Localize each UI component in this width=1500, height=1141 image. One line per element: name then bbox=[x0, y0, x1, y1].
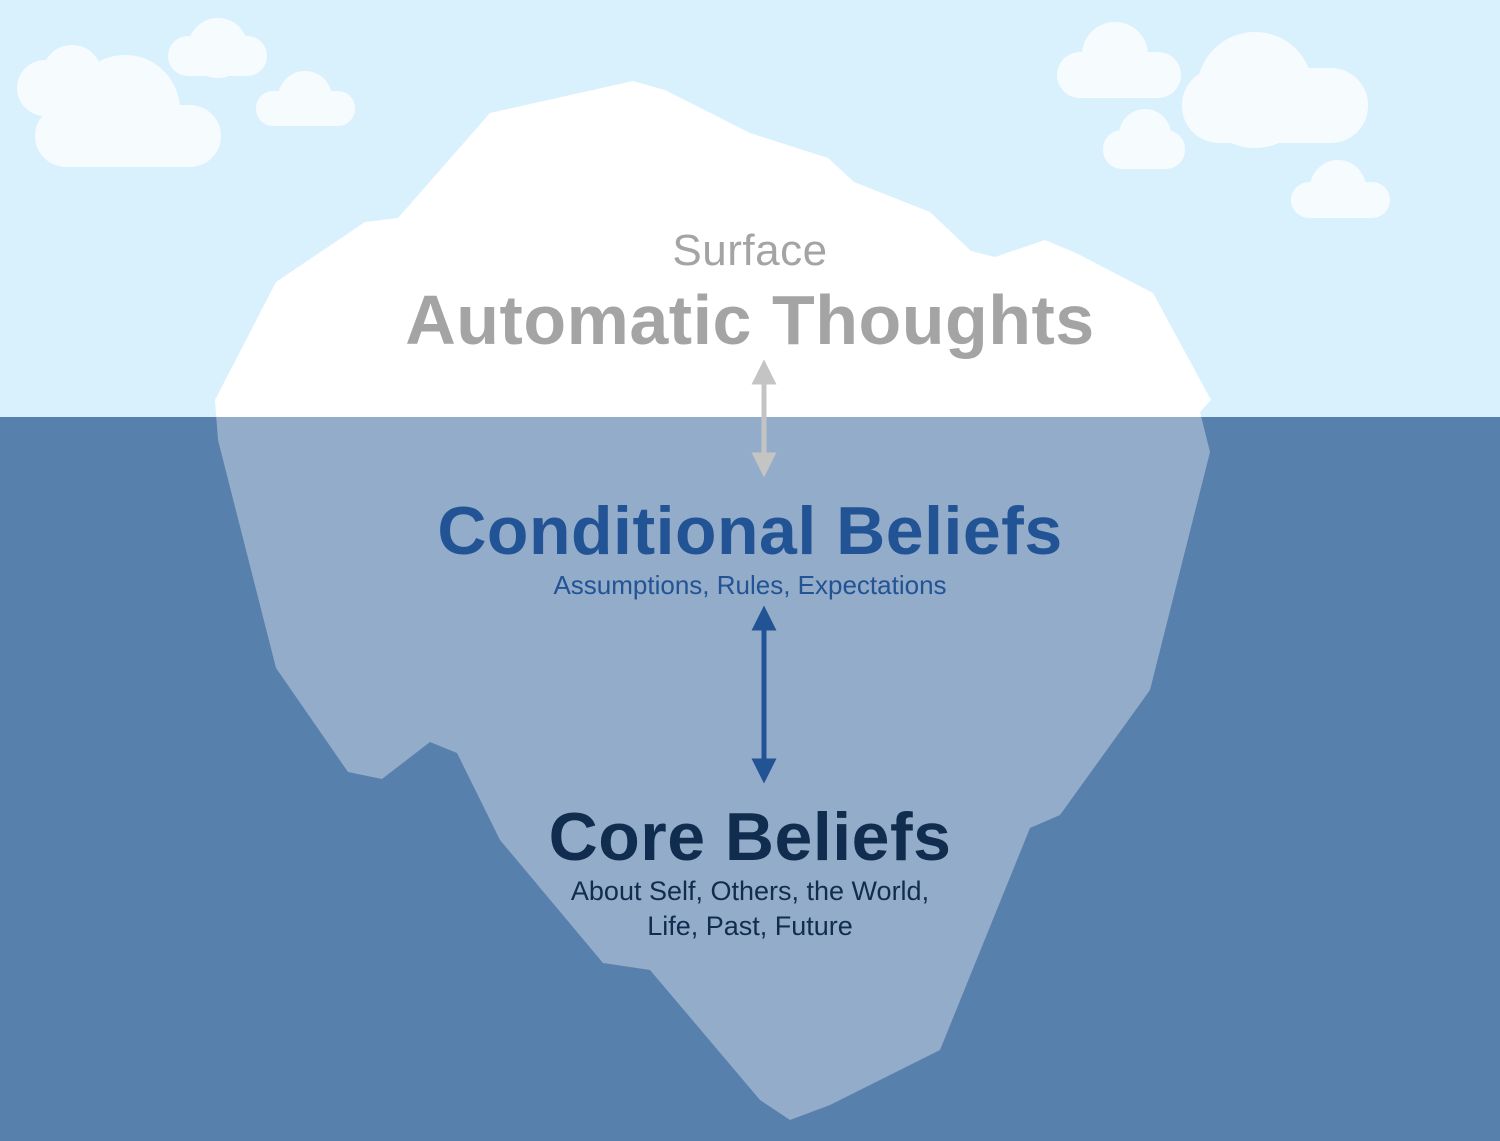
conditional-beliefs-subtitle: Assumptions, Rules, Expectations bbox=[553, 570, 947, 600]
cloud-icon bbox=[1057, 22, 1181, 98]
conditional-beliefs-title: Conditional Beliefs bbox=[437, 493, 1063, 569]
core-beliefs-subtitle-line1: About Self, Others, the World, bbox=[570, 876, 930, 906]
cloud-icon bbox=[256, 71, 355, 126]
cloud-icon bbox=[1103, 109, 1185, 169]
iceberg bbox=[215, 81, 1211, 1120]
cloud-icon bbox=[1182, 32, 1368, 148]
iceberg-tip bbox=[215, 81, 1211, 417]
core-beliefs-subtitle-line2: Life, Past, Future bbox=[647, 911, 853, 941]
automatic-thoughts-title: Automatic Thoughts bbox=[405, 281, 1095, 359]
clouds bbox=[17, 18, 1390, 218]
iceberg-underwater bbox=[216, 417, 1210, 1120]
surface-label: Surface bbox=[672, 226, 828, 275]
cloud-icon bbox=[17, 45, 221, 167]
cloud-icon bbox=[168, 18, 267, 78]
cloud-icon bbox=[1291, 160, 1390, 218]
core-beliefs-title: Core Beliefs bbox=[548, 799, 952, 875]
